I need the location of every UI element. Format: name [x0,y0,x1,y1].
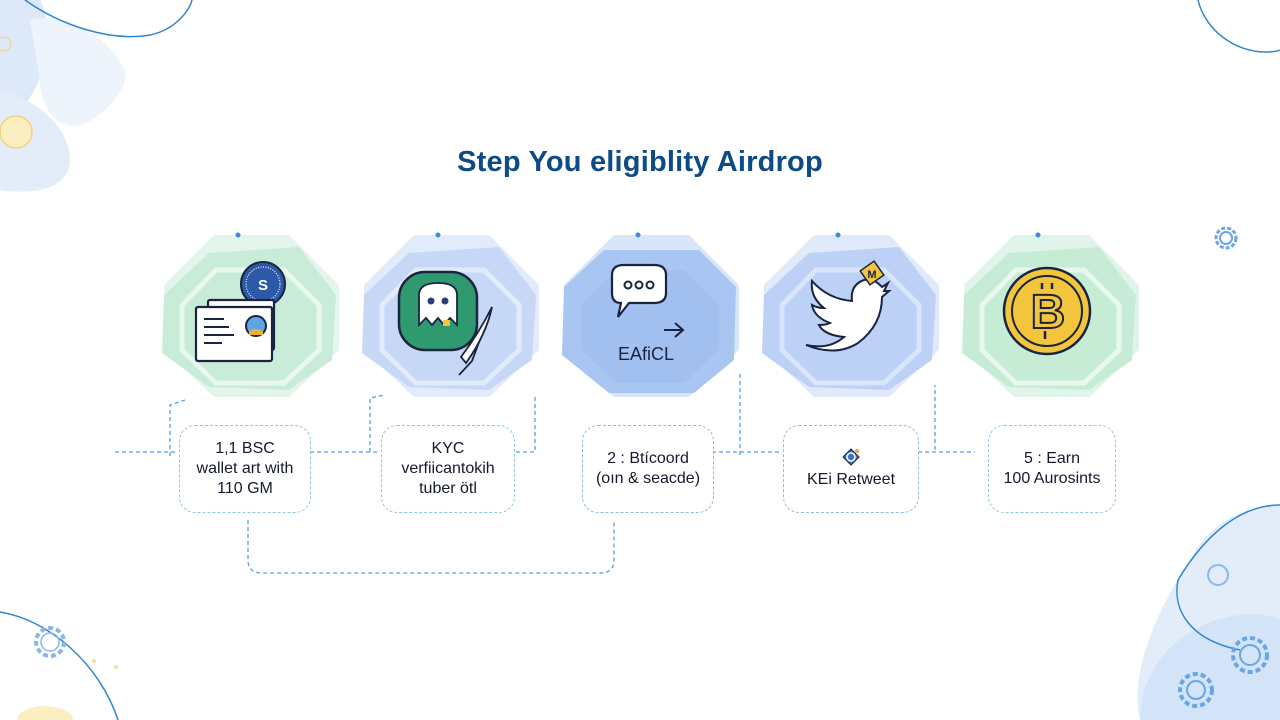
step-1-label-line-2: wallet art with [196,460,294,477]
step-2-label-line-1: KYC [431,440,465,457]
gear-icon [34,626,66,658]
badge-seal-icon: S [240,261,286,307]
step-2-tile[interactable] [354,225,544,405]
svg-text:B: B [1031,286,1066,339]
step-4-tile[interactable]: M [754,225,944,405]
coin-decoration-icon [0,115,33,149]
step-3-label-line-1: 2 : Btícoord [607,450,689,467]
step-4-label[interactable]: KEi Retweet [783,425,919,513]
discord-ghost-icon [397,270,479,352]
quill-pen-icon [458,306,493,376]
step-3-label-line-2: (oın & seacde) [595,470,701,487]
svg-text:M: M [867,269,876,281]
gear-icon [1231,636,1269,674]
bottom-left-decoration [0,611,119,720]
step-2-label-line-2: verfiicantokih [401,460,495,477]
gear-badge-icon [842,448,860,466]
step-1-tile[interactable]: S [154,225,344,405]
step-5-label-line-1: 5 : Earn [1023,450,1081,467]
twitter-bird-icon [805,278,892,352]
chat-bubble-icon [610,263,668,318]
bottom-right-decoration [1137,504,1280,720]
id-card-icon [194,298,276,363]
bitcoin-coin-icon: B [1002,266,1092,356]
step-1-label[interactable]: 1,1 BSC wallet art with 110 GM [179,425,311,513]
gear-icon [1207,564,1229,586]
step-5-label-line-2: 100 Aurosints [1003,470,1101,487]
step-3-tile[interactable]: EAfiCL [554,225,744,405]
step-2-label-line-3: tuber ötl [419,480,477,497]
step-5-tile[interactable]: B [954,225,1144,405]
step-4-label-line-1: KEi Retweet [806,471,896,488]
top-left-decoration [0,0,193,192]
page-title: Step You eligiblity Airdrop [457,146,823,178]
step-1-label-line-3: 110 GM [217,480,273,497]
badge-tag-icon: M [859,260,885,286]
svg-text:S: S [258,277,268,294]
step-3-label[interactable]: 2 : Btícoord (oın & seacde) [582,425,714,513]
step-5-label[interactable]: 5 : Earn 100 Aurosints [988,425,1116,513]
arrow-right-icon [664,322,685,338]
top-right-arc [1197,0,1280,53]
step-3-icon-caption: EAfiCL [618,344,674,364]
gear-icon [1214,226,1238,250]
step-1-label-line-1: 1,1 BSC [215,440,275,457]
step-2-label[interactable]: KYC verfiicantokih tuber ötl [381,425,515,513]
gear-icon [1178,672,1214,708]
